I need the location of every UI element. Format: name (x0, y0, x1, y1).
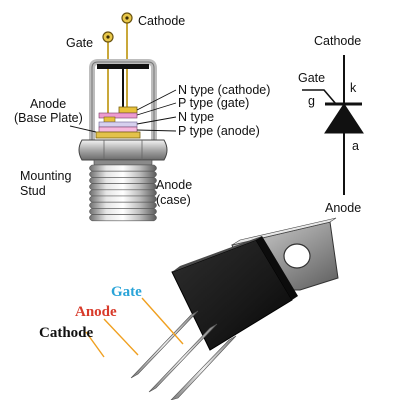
symbol-triangle (325, 104, 363, 133)
symbol-k-label: k (350, 81, 357, 95)
mounting-stud-label-2: Stud (20, 184, 46, 198)
stud-thread-ridge (90, 215, 157, 221)
layer-label-p-anode: P type (anode) (178, 124, 260, 138)
stud-thread-ridge (90, 202, 157, 208)
gate-terminal-dot (106, 35, 109, 38)
symbol-anode-label: Anode (325, 201, 361, 215)
stud-thread-ridge (90, 208, 157, 214)
mounting-stud-label: Mounting (20, 169, 71, 183)
layer-n-cathode (119, 107, 137, 113)
anode-case-label: Anode (156, 178, 192, 192)
stud-cathode-label: Cathode (138, 14, 185, 28)
to220-package (131, 218, 338, 400)
to220-cathode-label: Cathode (39, 325, 94, 341)
hex-base (79, 140, 167, 160)
anode-base-label-2: (Base Plate) (14, 111, 83, 125)
lead-gate (171, 336, 236, 400)
stud-gate-label: Gate (66, 36, 93, 50)
to220-anode-label: Anode (75, 304, 117, 320)
lead-cathode (131, 311, 198, 378)
threaded-stud (90, 165, 157, 221)
gate-leader (142, 298, 183, 344)
symbol-g-label: g (308, 94, 315, 108)
symbol-a-label: a (352, 139, 359, 153)
to220-gate-label: Gate (111, 284, 142, 300)
anode-base-label: Anode (30, 97, 66, 111)
tab-mounting-hole (284, 244, 310, 268)
top-seal (97, 64, 149, 69)
stud-thread-ridge (90, 177, 157, 183)
stud-thread-ridge (90, 196, 157, 202)
symbol-gate-label: Gate (298, 71, 325, 85)
anode-leader (104, 319, 138, 355)
stud-thread-ridge (90, 190, 157, 196)
layer-p-anode (99, 127, 137, 132)
base-plate (96, 132, 140, 138)
symbol-cathode-label: Cathode (314, 34, 361, 48)
cathode-terminal-dot (125, 16, 128, 19)
layer-label-n-cathode: N type (cathode) (178, 83, 270, 97)
stud-thread-ridge (90, 165, 157, 171)
layer-label-n: N type (178, 110, 214, 124)
stud-thread-ridge (90, 171, 157, 177)
anode-case-label-2: (case) (156, 193, 191, 207)
gate-contact (104, 117, 115, 122)
stud-thread-ridge (90, 184, 157, 190)
layer-label-p-gate: P type (gate) (178, 96, 249, 110)
lead-anode (149, 324, 217, 392)
layer-n (99, 122, 137, 127)
